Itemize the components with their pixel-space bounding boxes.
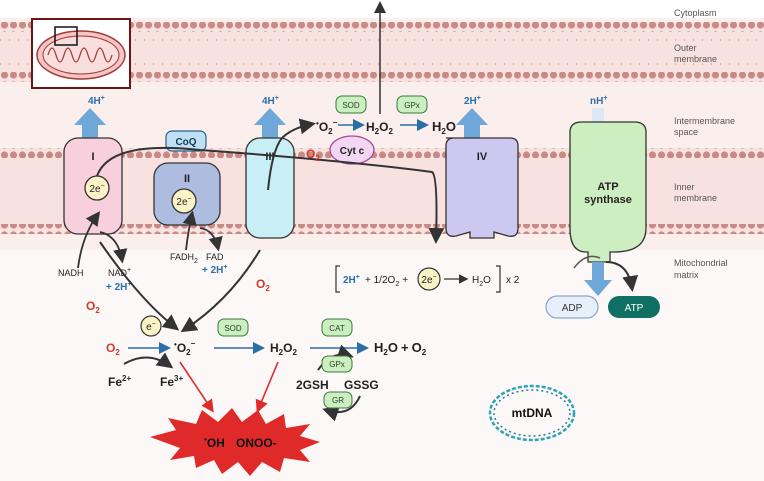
matrix-cat-pill — [321, 318, 353, 337]
matrix-h2o-o2: H2O+O2 — [374, 340, 427, 357]
coq-label: CoQ — [175, 137, 196, 148]
complex-2-label: II — [184, 173, 190, 185]
cyt-c-label: Cyt c — [340, 146, 365, 157]
atp-pill — [608, 296, 660, 318]
ims-gpx-pill — [396, 95, 428, 114]
o2-label-complex3: O2 — [256, 277, 270, 293]
ros-arrow-h2o2 — [255, 361, 279, 413]
fadh2-label: FADH2 — [170, 252, 198, 265]
atp-out-arc — [605, 261, 639, 292]
ims-superoxide: •O2− — [316, 118, 338, 136]
complex4-reaction — [335, 265, 501, 293]
electron-label-complex2: 2e− — [176, 196, 191, 208]
cytochrome-c — [329, 135, 375, 165]
coq-carrier — [165, 130, 207, 152]
electron-label-complex1: 2e− — [89, 183, 104, 195]
adp-label: ADP — [562, 303, 583, 314]
c4-reaction-electrons: 2e− — [421, 274, 436, 286]
complex-4-label: IV — [477, 151, 488, 163]
o2-label-ims: O2 — [306, 147, 320, 163]
peroxynitrite-label: ONOO- — [236, 436, 277, 450]
matrix-gpx-label: GPx — [329, 360, 345, 369]
matrix-gpx-pill — [321, 355, 353, 373]
complex-3-label: III — [265, 151, 274, 163]
c4-reaction-oxygen: + 1/2O2+ — [365, 275, 408, 288]
ims-h2o2: H2O2 — [366, 120, 393, 136]
gssg-label: GSSG — [344, 378, 379, 392]
ims-h2o: H2O — [432, 119, 456, 136]
adp-pill — [545, 295, 599, 319]
nad-2h-label: + 2H+ — [106, 281, 132, 293]
matrix-o2-label: O2 — [106, 341, 120, 357]
matrix-gr-pill — [323, 391, 353, 409]
matrix-gr-label: GR — [332, 396, 344, 405]
atp-synthase-label-1: ATP — [597, 181, 618, 193]
atp-label: ATP — [625, 303, 644, 314]
region-label-matrix: Mitochondrial — [674, 258, 728, 268]
region-label-cytoplasm: Cytoplasm — [674, 8, 717, 18]
mitochondrion-inset-icon — [31, 18, 131, 89]
matrix-sod-pill — [217, 318, 249, 337]
mtdna-label: mtDNA — [512, 406, 553, 420]
gsh-label: 2GSH — [296, 378, 329, 392]
fad-label: FAD — [206, 252, 224, 262]
adp-arc — [573, 255, 601, 269]
mtdna-icon — [488, 384, 576, 442]
proton-label-complex1: 4H+ — [88, 95, 105, 107]
matrix-superoxide: •O2− — [174, 339, 196, 357]
atp-synthase — [569, 121, 647, 263]
proton-label-atp-synthase: nH+ — [590, 95, 607, 107]
o2-label-complex1: O2 — [86, 299, 100, 315]
fad-arrow — [199, 227, 223, 252]
region-label-inner-membrane-2: membrane — [674, 193, 717, 203]
ros-burst — [150, 408, 320, 476]
complex3-ros-arrow — [180, 249, 261, 333]
nad-label: NAD+ — [108, 267, 131, 278]
ims-sod-label: SOD — [342, 101, 360, 110]
matrix-electron-label: e− — [146, 321, 156, 333]
region-label-inner-membrane: Inner — [674, 182, 695, 192]
fe3-label: Fe3+ — [160, 374, 183, 389]
c4-reaction-water: H2O — [472, 275, 491, 288]
c4-reaction-multiplier: x 2 — [506, 275, 520, 286]
c4-reaction-protons: 2H+ — [343, 274, 360, 286]
region-label-outer-membrane-2: membrane — [674, 54, 717, 64]
nad-arrow — [99, 231, 128, 264]
fenton-arrow — [123, 352, 174, 369]
matrix-sod-label: SOD — [224, 324, 242, 333]
matrix-cat-label: CAT — [329, 324, 345, 333]
ims-gpx-label: GPx — [404, 101, 420, 110]
proton-label-complex3: 4H+ — [262, 95, 279, 107]
gr-cycle-arrow — [322, 395, 361, 422]
region-label-matrix-2: matrix — [674, 270, 699, 280]
matrix-electron-circle — [140, 315, 162, 337]
region-label-outer-membrane: Outer — [674, 43, 697, 53]
fad-2h-label: + 2H+ — [202, 264, 228, 276]
hydroxyl-radical-label: •OH — [204, 435, 225, 450]
atp-synthase-label-2: synthase — [584, 194, 632, 206]
fadh2-arrow — [182, 210, 197, 251]
atp-down-arrow — [584, 262, 612, 296]
complex3-superoxide-arrow — [267, 118, 316, 191]
complex-3 — [245, 137, 295, 239]
complex-1-label: I — [91, 151, 94, 163]
ims-sod-pill — [335, 95, 367, 114]
region-label-intermembrane-2: space — [674, 127, 698, 137]
fe2-label: Fe2+ — [108, 374, 131, 389]
proton-label-complex4: 2H+ — [464, 95, 481, 107]
complex1-ros-arrow — [99, 241, 180, 331]
ros-arrow-superoxide — [179, 361, 214, 413]
electron-transport-path — [96, 146, 445, 244]
complex-4 — [445, 137, 519, 239]
nadh-arrow — [77, 211, 101, 269]
nadh-label: NADH — [58, 268, 84, 278]
matrix-h2o2: H2O2 — [270, 341, 297, 357]
region-label-intermembrane: Intermembrane — [674, 116, 735, 126]
